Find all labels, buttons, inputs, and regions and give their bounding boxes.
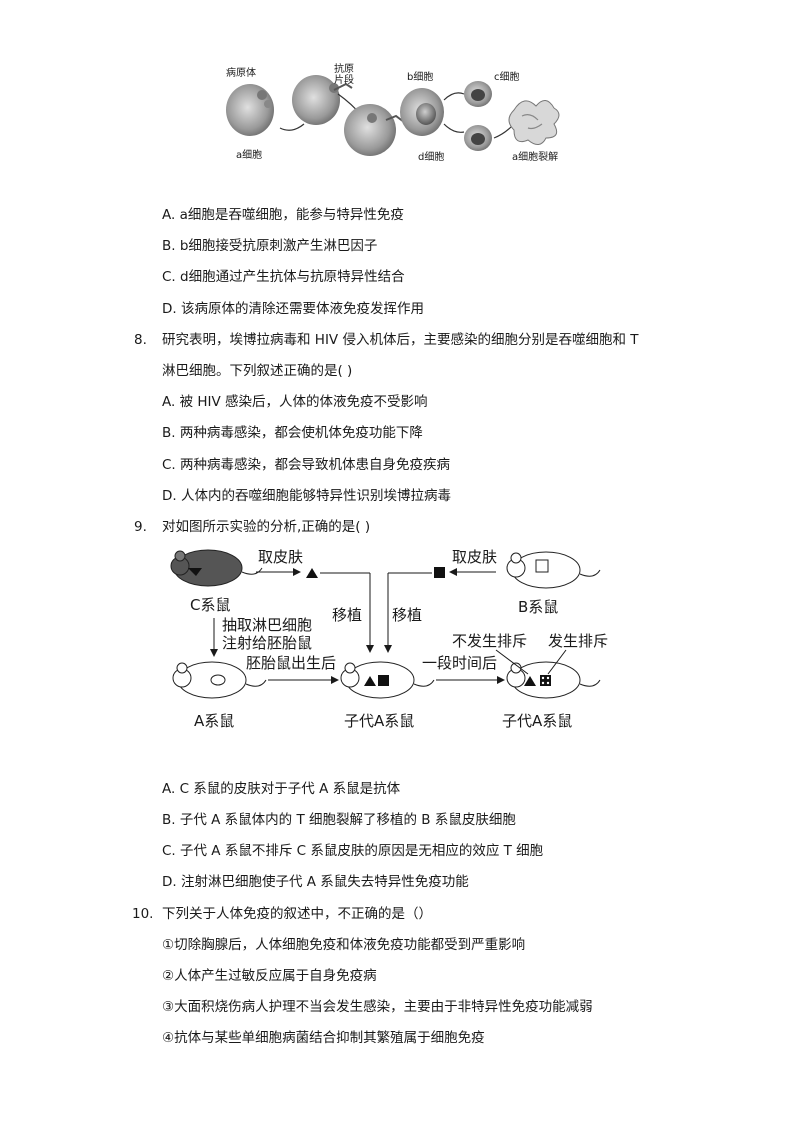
label-after-birth: 胚胎鼠出生后 [246, 654, 336, 672]
q7-option-a: A. a细胞是吞噬细胞，能参与特异性免疫 [162, 207, 404, 223]
q7-option-b: B. b细胞接受抗原刺激产生淋巴因子 [162, 238, 378, 254]
label-transplant-left: 移植 [332, 606, 362, 624]
label-a-cell: a细胞 [236, 148, 262, 161]
skin-triangle [306, 568, 318, 578]
q9-option-b: B. 子代 A 系鼠体内的 T 细胞裂解了移植的 B 系鼠皮肤细胞 [162, 812, 516, 828]
q7-option-d: D. 该病原体的清除还需要体液免疫发挥作用 [162, 301, 424, 317]
q10-item-1: ①切除胸腺后，人体细胞免疫和体液免疫功能都受到严重影响 [162, 937, 526, 953]
label-no-rejection: 不发生排斥 [452, 632, 527, 650]
q8-option-c: C. 两种病毒感染，都会导致机体患自身免疫疾病 [162, 457, 451, 473]
a-cell-2 [292, 75, 340, 125]
label-extract-1: 抽取淋巴细胞 [222, 616, 312, 634]
label-offspring-a-1: 子代A系鼠 [344, 712, 414, 730]
label-pathogen: 病原体 [226, 66, 256, 79]
q10-item-2: ②人体产生过敏反应属于自身免疫病 [162, 968, 377, 984]
mouse-experiment-diagram: C系鼠 B系鼠 取皮肤 移植 取皮肤 移植 [170, 548, 608, 730]
q9-option-c: C. 子代 A 系鼠不排斥 C 系鼠皮肤的原因是无相应的效应 T 细胞 [162, 843, 544, 859]
c-mouse [170, 549, 263, 587]
q10-item-4: ④抗体与某些单细胞病菌结合抑制其繁殖属于细胞免疫 [162, 1030, 485, 1046]
mouse-experiment-figure: C系鼠 B系鼠 取皮肤 移植 取皮肤 移植 [166, 540, 626, 740]
q8-option-b: B. 两种病毒感染，都会使机体免疫功能下降 [162, 425, 423, 441]
offspring-a-mouse-1 [340, 661, 435, 699]
lysed-a-cell [508, 100, 560, 145]
c-mouse-triangle [188, 568, 202, 576]
q8-option-a: A. 被 HIV 感染后，人体的体液免疫不受影响 [162, 394, 428, 410]
immune-cell-figure: 病原体 抗原 片段 b细胞 c细胞 a细胞 d细胞 a细胞裂解 [222, 60, 574, 168]
label-d-cell: d细胞 [418, 150, 444, 163]
q7-option-c: C. d细胞通过产生抗体与抗原特异性结合 [162, 269, 405, 285]
q8-number: 8. [134, 332, 147, 348]
label-c-mouse: C系鼠 [190, 596, 230, 614]
q9-option-a: A. C 系鼠的皮肤对于子代 A 系鼠是抗体 [162, 781, 401, 797]
label-b-cell: b细胞 [407, 70, 433, 83]
immune-cell-diagram: 病原体 抗原 片段 b细胞 c细胞 a细胞 d细胞 a细胞裂解 [226, 62, 560, 163]
label-offspring-a-2: 子代A系鼠 [502, 712, 572, 730]
label-rejection: 发生排斥 [548, 632, 608, 650]
a-mouse [172, 661, 267, 699]
label-transplant-right: 移植 [392, 606, 422, 624]
q9-option-d: D. 注射淋巴细胞使子代 A 系鼠失去特异性免疫功能 [162, 874, 469, 890]
label-take-skin-left: 取皮肤 [258, 548, 303, 566]
q8-stem-line2: 淋巴细胞。下列叙述正确的是( ) [162, 363, 353, 379]
embryo-icon [210, 674, 226, 686]
label-antigen-1: 抗原 [334, 62, 354, 75]
label-after-time: 一段时间后 [422, 654, 497, 672]
label-b-mouse: B系鼠 [518, 598, 558, 616]
label-a-mouse: A系鼠 [194, 712, 234, 730]
q9-stem: 对如图所示实验的分析,正确的是( ) [162, 519, 371, 535]
q9-number: 9. [134, 519, 147, 535]
q10-item-3: ③大面积烧伤病人护理不当会发生感染，主要由于非特异性免疫功能减弱 [162, 999, 593, 1015]
label-c-cell: c细胞 [494, 70, 520, 83]
b-mouse-square [535, 559, 549, 573]
label-a-cell-lysis: a细胞裂解 [512, 150, 558, 163]
a-cell-3 [344, 104, 396, 156]
q8-option-d: D. 人体内的吞噬细胞能够特异性识别埃博拉病毒 [162, 488, 451, 504]
q10-number: 10. [132, 906, 154, 922]
label-take-skin-right: 取皮肤 [452, 548, 497, 566]
label-extract-2: 注射给胚胎鼠 [222, 634, 312, 652]
a-cell-1 [226, 84, 274, 136]
offspring-a-mouse-2 [506, 661, 601, 699]
q10-stem: 下列关于人体免疫的叙述中，不正确的是（） [162, 906, 432, 922]
b-mouse [506, 551, 601, 589]
label-antigen-2: 片段 [334, 73, 354, 86]
q8-stem-line1: 研究表明，埃博拉病毒和 HIV 侵入机体后，主要感染的细胞分别是吞噬细胞和 T [162, 332, 639, 348]
skin-square [434, 567, 445, 578]
